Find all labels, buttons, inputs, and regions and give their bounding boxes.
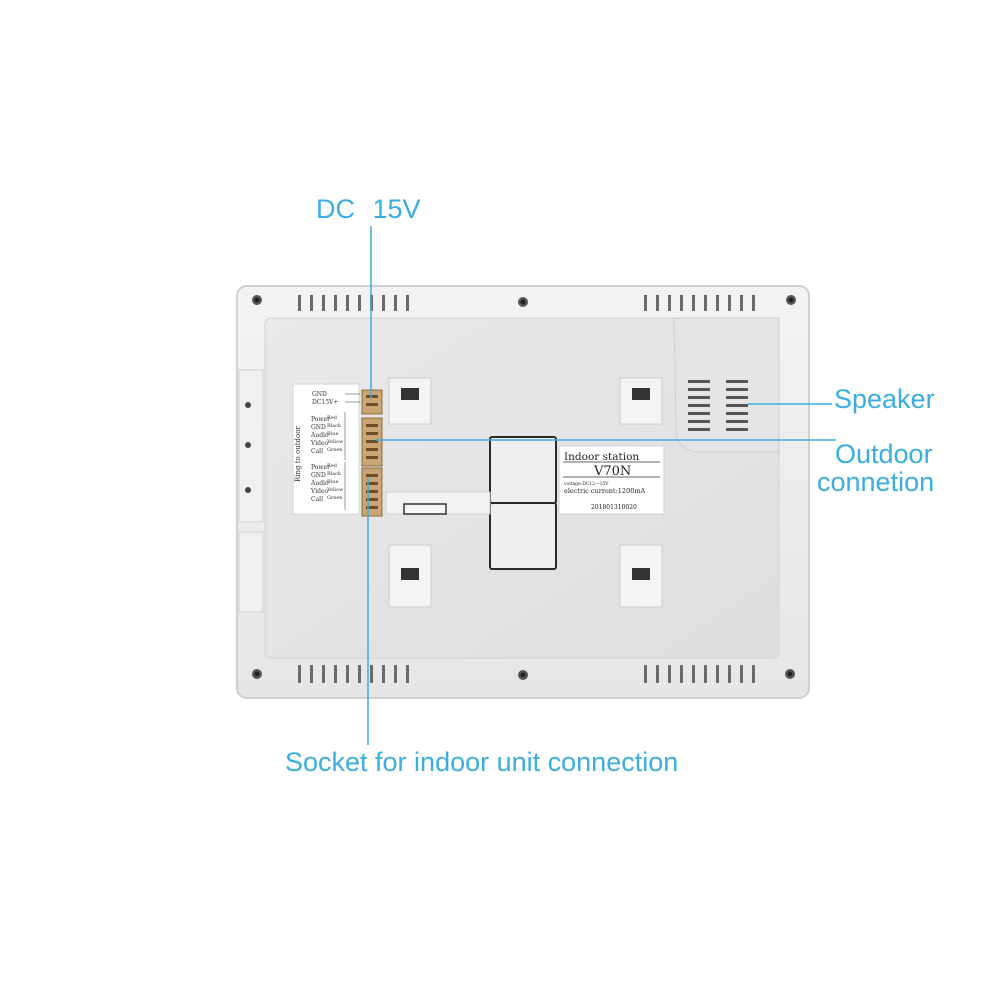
g2-row-color: Black — [327, 471, 342, 477]
sticker-title: Indoor station — [564, 451, 639, 463]
socket-callout: Socket for indoor unit connection — [285, 747, 679, 777]
speaker-panel — [673, 317, 780, 453]
g2-row-name: Video — [310, 488, 329, 495]
side-tab-upper — [238, 369, 264, 523]
callout-lines — [367, 226, 836, 745]
center-raised-blocks — [489, 436, 557, 570]
wiring-label-lines — [344, 393, 360, 510]
vent-slots-bottom-right — [644, 665, 755, 683]
g1-row-color: Black — [327, 423, 342, 429]
g2-row-color: Blue — [327, 479, 338, 485]
speaker-callout: Speaker — [834, 384, 935, 414]
g1-row-color: Green — [327, 447, 343, 453]
wiring-gnd-label: GND — [312, 391, 327, 398]
g2-row-name: Power — [311, 464, 330, 471]
g1-row-name: GND — [311, 424, 326, 431]
speaker-grille-icon — [688, 380, 748, 431]
g2-row-color: Red — [327, 463, 338, 469]
sticker-model: V70N — [593, 464, 631, 479]
g1-row-name: Power — [311, 416, 330, 423]
wiring-label-text: GND DC15V+ Ring to outdoor Power Red GND… — [294, 391, 344, 503]
product-sticker — [558, 445, 665, 515]
outdoor-connection-callout: Outdoor connetion — [817, 440, 934, 496]
g1-row-name: Audio — [310, 432, 329, 439]
sticker-current: electric current:1200mA — [564, 487, 645, 495]
screw-icons — [252, 295, 796, 680]
g1-row-name: Video — [310, 440, 329, 447]
side-tab-lower — [238, 531, 264, 613]
outdoor-callout-line2: connetion — [817, 467, 935, 497]
g2-row-name: GND — [311, 472, 326, 479]
sticker-serial: 201801310020 — [591, 504, 637, 511]
wiring-label-sticker — [292, 383, 360, 515]
ring-to-outdoor-label: Ring to outdoor — [294, 426, 302, 482]
dc-15v-callout: DC 15V — [316, 194, 421, 224]
g2-row-name: Audio — [310, 480, 329, 487]
g2-row-color: Green — [327, 495, 343, 501]
sticker-voltage: voltage:DC12---15V — [563, 481, 609, 487]
terminal-connectors — [361, 389, 383, 517]
g1-row-name: Call — [311, 448, 323, 455]
vent-slots-top-right — [644, 295, 755, 311]
g1-row-color: Blue — [327, 431, 338, 437]
outdoor-callout-line1: Outdoor — [835, 439, 933, 469]
g1-row-color: Yellow — [326, 439, 344, 445]
wiring-dc-label: DC15V+ — [312, 399, 338, 406]
vent-slots-bottom-left — [298, 665, 409, 683]
g2-row-name: Call — [311, 496, 323, 503]
g1-row-color: Red — [327, 415, 338, 421]
g2-row-color: Yellow — [326, 487, 344, 493]
mounting-hooks — [388, 377, 663, 608]
